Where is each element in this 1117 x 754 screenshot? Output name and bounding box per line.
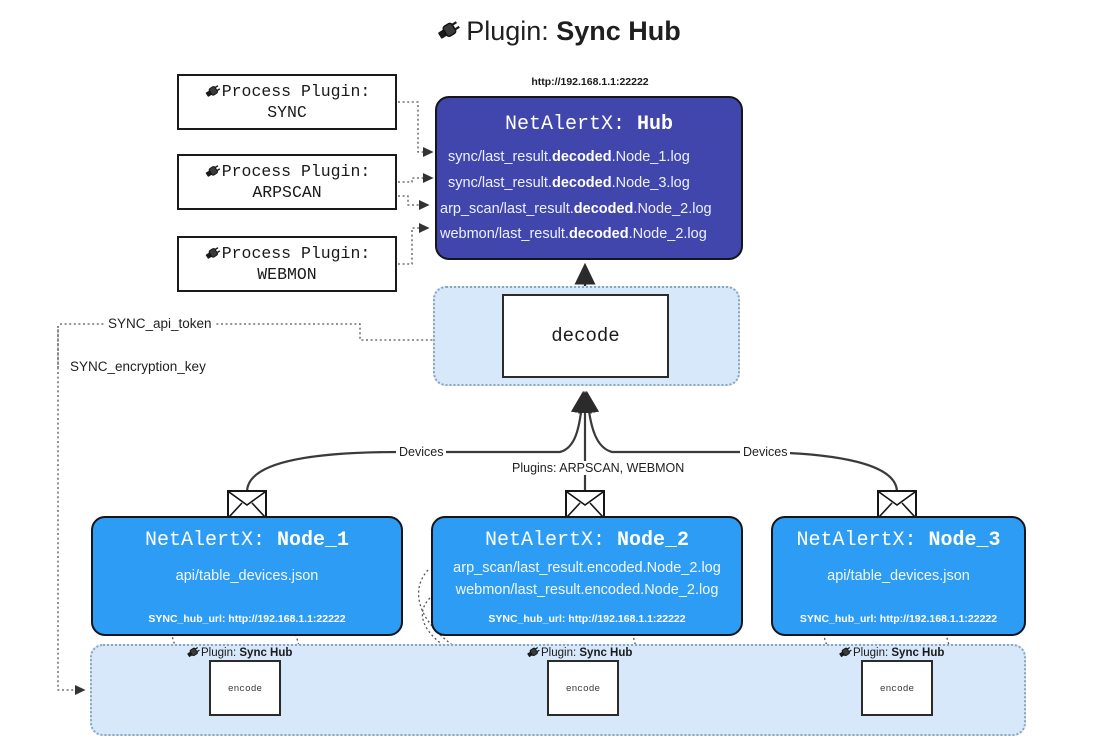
process-plugin-sync[interactable]: Process Plugin: SYNC: [177, 74, 397, 130]
encode-caption-prefix: Plugin:: [541, 646, 577, 659]
node-title-prefix: NetAlertX:: [484, 529, 605, 552]
node-hub-url: SYNC_hub_url: http://192.168.1.1:22222: [488, 613, 686, 625]
node-title-prefix: NetAlertX:: [796, 529, 917, 552]
hub-log-line: sync/last_result.decoded.Node_3.log: [448, 174, 690, 191]
node-3[interactable]: NetAlertX: Node_3 api/table_devices.json…: [771, 516, 1026, 636]
encode-caption-name: Sync Hub: [239, 646, 293, 659]
encode-caption-prefix: Plugin:: [853, 646, 889, 659]
process-plugin-label: Process Plugin:: [221, 243, 371, 263]
edge-label-devices-left: Devices: [396, 445, 447, 459]
node-title-name: Node_2: [617, 529, 690, 552]
plug-icon: [838, 645, 853, 660]
node-1[interactable]: NetAlertX: Node_1 api/table_devices.json…: [91, 516, 403, 636]
node-2[interactable]: NetAlertX: Node_2 arp_scan/last_result.e…: [431, 516, 743, 636]
encode-caption-2: Plugin: Sync Hub: [526, 645, 632, 660]
hub-title: NetAlertX: Hub: [437, 113, 741, 136]
encode-caption-name: Sync Hub: [891, 646, 945, 659]
hub-title-name: Hub: [637, 113, 674, 136]
encode-caption-name: Sync Hub: [579, 646, 633, 659]
node-title-name: Node_1: [277, 529, 350, 552]
process-plugin-webmon[interactable]: Process Plugin: WEBMON: [177, 236, 397, 292]
process-plugin-value: WEBMON: [257, 265, 317, 284]
node-title: NetAlertX: Node_2: [433, 529, 741, 552]
hub-title-prefix: NetAlertX:: [504, 113, 625, 136]
decode-box[interactable]: decode: [502, 294, 669, 378]
hub-log-line: sync/last_result.decoded.Node_1.log: [448, 149, 690, 165]
process-plugin-arpscan[interactable]: Process Plugin: ARPSCAN: [177, 154, 397, 210]
encode-box-1[interactable]: encode: [209, 660, 281, 716]
process-plugin-label: Process Plugin:: [221, 161, 371, 181]
node-title-prefix: NetAlertX:: [144, 529, 265, 552]
sync-encryption-key-label: SYNC_encryption_key: [66, 359, 210, 374]
plug-icon: [204, 81, 222, 102]
node-resource-line: api/table_devices.json: [827, 568, 970, 584]
process-plugin-value: ARPSCAN: [252, 183, 322, 202]
page-title: Plugin: Sync Hub: [0, 16, 1117, 49]
plug-icon: [204, 243, 222, 264]
envelope-icon: [565, 490, 605, 519]
process-plugin-value: SYNC: [267, 103, 307, 122]
plug-icon: [204, 161, 222, 182]
envelope-icon: [877, 490, 917, 519]
title-prefix: Plugin:: [466, 16, 549, 46]
node-title: NetAlertX: Node_3: [773, 529, 1024, 552]
title-name: Sync Hub: [556, 16, 681, 46]
node-title-name: Node_3: [928, 529, 1001, 552]
edge-label-plugins: Plugins: ARPSCAN, WEBMON: [509, 461, 688, 475]
plug-icon: [526, 645, 541, 660]
hub-log-line: webmon/last_result.decoded.Node_2.log: [440, 226, 707, 243]
hub-node[interactable]: NetAlertX: Hub sync/last_result.decoded.…: [435, 96, 743, 260]
plug-icon: [436, 18, 462, 49]
sync-api-token-label: SYNC_api_token: [104, 316, 216, 331]
node-hub-url: SYNC_hub_url: http://192.168.1.1:22222: [148, 613, 346, 625]
node-resource-line: arp_scan/last_result.encoded.Node_2.log: [453, 560, 721, 576]
node-resource-line: api/table_devices.json: [175, 568, 319, 584]
encode-caption-prefix: Plugin:: [201, 646, 237, 659]
hub-url-label: http://192.168.1.1:22222: [531, 76, 649, 88]
encode-caption-3: Plugin: Sync Hub: [838, 645, 944, 660]
plug-icon: [186, 645, 201, 660]
node-hub-url: SYNC_hub_url: http://192.168.1.1:22222: [799, 613, 998, 625]
envelope-icon: [227, 490, 267, 519]
encode-box-3[interactable]: encode: [861, 660, 933, 716]
process-plugin-label: Process Plugin:: [221, 81, 371, 101]
hub-log-line: arp_scan/last_result.decoded.Node_2.log: [440, 200, 712, 217]
node-title: NetAlertX: Node_1: [93, 529, 401, 552]
encode-box-2[interactable]: encode: [547, 660, 619, 716]
edge-label-devices-right: Devices: [740, 445, 791, 459]
encode-caption-1: Plugin: Sync Hub: [186, 645, 292, 660]
node-resource-line: webmon/last_result.encoded.Node_2.log: [455, 582, 719, 598]
